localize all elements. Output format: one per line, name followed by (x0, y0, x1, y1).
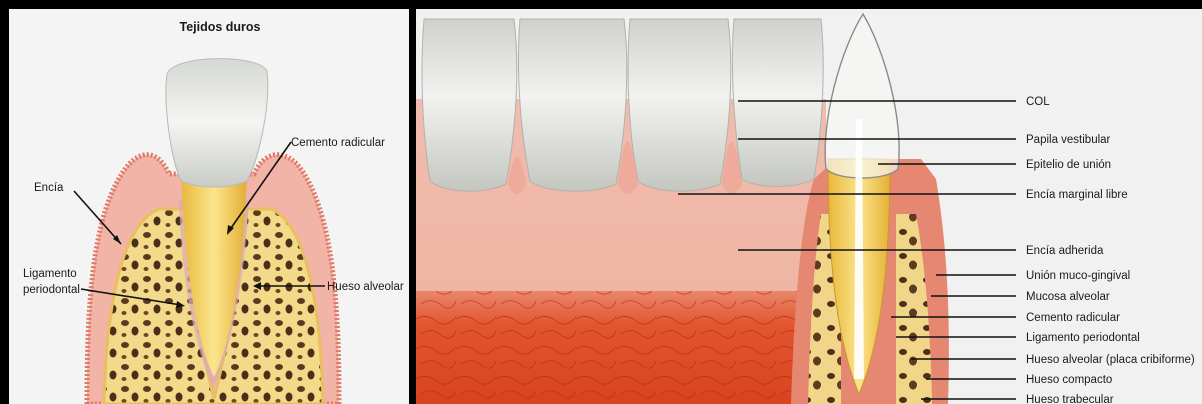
panel-title: Tejidos duros (179, 20, 260, 34)
crown (166, 59, 268, 187)
mucosa-vessels (416, 291, 816, 404)
right-labels: COL Papila vestibular Epitelio de unión … (1026, 96, 1195, 404)
label-encia: Encía (34, 182, 64, 194)
label-papila-vestibular: Papila vestibular (1026, 134, 1111, 146)
label-hueso: Hueso alveolar (327, 281, 404, 293)
label-hueso-alveolar: Hueso alveolar (placa cribiforme) (1026, 354, 1195, 366)
label-hueso-compacto: Hueso compacto (1026, 374, 1112, 386)
label-col: COL (1026, 96, 1050, 108)
label-encia-marginal-libre: Encía marginal libre (1026, 189, 1128, 201)
label-hueso-trabecular: Hueso trabecular (1026, 394, 1114, 404)
label-ligamento-1: Ligamento (23, 268, 77, 280)
label-cemento: Cemento radicular (291, 137, 385, 149)
label-ligamento-2: periodontal (23, 284, 80, 296)
label-mucosa-alveolar: Mucosa alveolar (1026, 291, 1110, 303)
label-union-muco-gingival: Unión muco-gingival (1026, 270, 1130, 282)
label-ligamento-periodontal: Ligamento periodontal (1026, 332, 1140, 344)
hard-tissues-panel: Tejidos duros Encía Cemento radicular Li… (9, 9, 409, 404)
periodontium-diagram: COL Papila vestibular Epitelio de unión … (416, 9, 1202, 404)
hard-tissues-diagram: Tejidos duros Encía Cemento radicular Li… (9, 9, 409, 404)
label-epitelio-union: Epitelio de unión (1026, 159, 1111, 171)
label-encia-adherida: Encía adherida (1026, 245, 1104, 257)
periodontium-panel: COL Papila vestibular Epitelio de unión … (416, 9, 1202, 404)
label-cemento-radicular: Cemento radicular (1026, 312, 1120, 324)
